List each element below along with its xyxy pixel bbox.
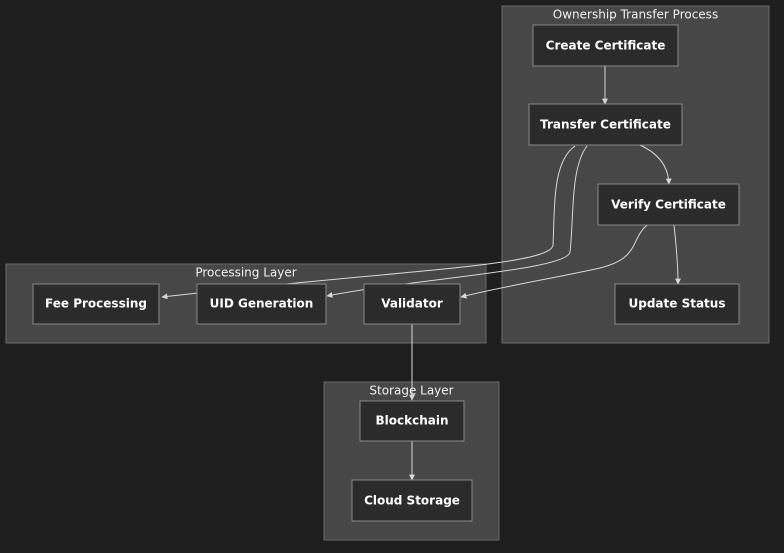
cluster-title-processing-layer: Processing Layer <box>195 266 296 280</box>
node-label-cloud-storage: Cloud Storage <box>364 494 460 508</box>
node-create-certificate[interactable]: Create Certificate <box>532 24 679 67</box>
node-label-transfer-certificate: Transfer Certificate <box>540 118 671 132</box>
node-fee-processing[interactable]: Fee Processing <box>32 283 160 325</box>
edge-verify-to-update-status <box>673 224 681 285</box>
node-label-update-status: Update Status <box>629 297 726 311</box>
node-verify-certificate[interactable]: Verify Certificate <box>597 183 740 226</box>
node-uid-generation[interactable]: UID Generation <box>196 283 327 325</box>
node-label-blockchain: Blockchain <box>375 414 448 428</box>
cluster-title-ownership-transfer: Ownership Transfer Process <box>553 8 718 22</box>
node-label-verify-certificate: Verify Certificate <box>611 198 726 212</box>
node-validator[interactable]: Validator <box>363 283 461 325</box>
node-label-uid-generation: UID Generation <box>210 297 314 311</box>
edge-transfer-to-verify <box>639 144 672 185</box>
node-label-fee-processing: Fee Processing <box>45 297 147 311</box>
node-label-validator: Validator <box>381 297 443 311</box>
node-cloud-storage[interactable]: Cloud Storage <box>351 479 473 522</box>
node-update-status[interactable]: Update Status <box>614 283 740 325</box>
edge-transfer-to-fee-processing <box>161 145 576 300</box>
node-blockchain[interactable]: Blockchain <box>359 400 465 442</box>
node-label-create-certificate: Create Certificate <box>546 39 666 53</box>
node-transfer-certificate[interactable]: Transfer Certificate <box>528 103 683 146</box>
edge-verify-to-validator <box>460 224 648 299</box>
